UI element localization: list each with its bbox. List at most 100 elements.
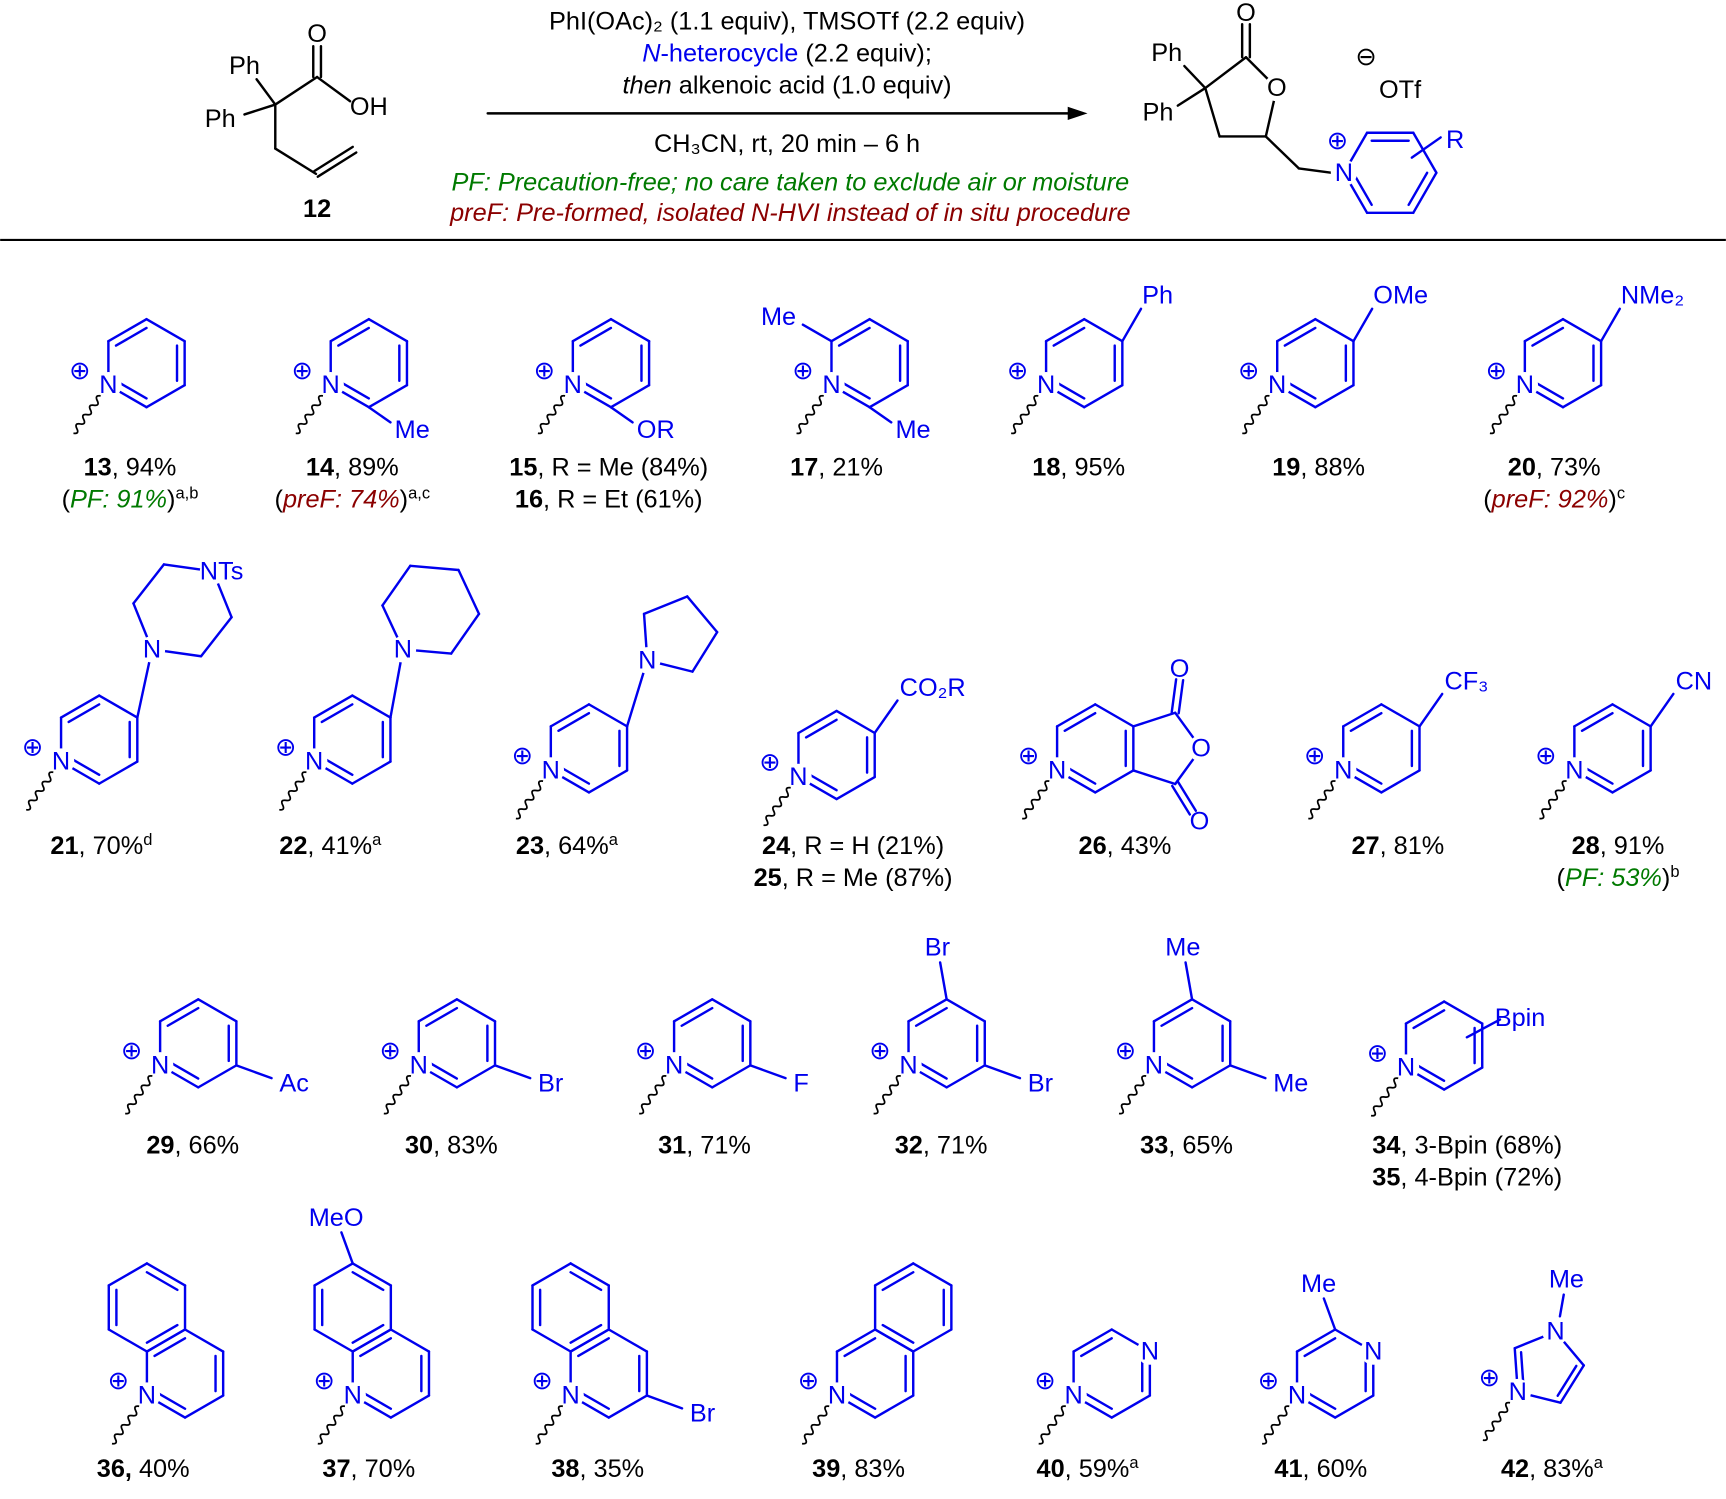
positive-charge-icon: ⊕	[759, 749, 780, 777]
positive-charge-icon: ⊕	[1018, 742, 1039, 770]
bond	[158, 998, 200, 1023]
compound-caption: 22, 41%a	[279, 831, 382, 860]
substituent-label: Ph	[1142, 281, 1173, 309]
structure: N⊕Me	[291, 317, 430, 444]
label-mask	[405, 1052, 432, 1079]
compound-caption: 32, 71%	[895, 1131, 988, 1159]
bond	[351, 1262, 393, 1287]
compound-caption: 37, 70%	[322, 1455, 415, 1483]
double-bond	[1556, 1364, 1578, 1397]
compound-caption: (PF: 53%)b	[1556, 863, 1679, 892]
structure: N⊕	[107, 1262, 225, 1445]
phenyl-label: Ph	[229, 52, 260, 80]
caption-part: 15	[509, 453, 537, 481]
caption-part: )	[400, 485, 408, 513]
caption-part: 38	[551, 1455, 579, 1483]
double-bond	[1063, 711, 1097, 733]
substituent-bond	[609, 406, 634, 424]
positive-charge-icon: ⊕	[869, 1037, 890, 1065]
caption-part: 16	[515, 485, 543, 513]
atom-label: O	[1191, 734, 1211, 762]
double-bond	[425, 1006, 459, 1027]
caption-part: , 64%	[544, 832, 609, 860]
caption-part: , 91%	[1600, 832, 1665, 860]
double-bond	[1283, 326, 1317, 347]
substituent-label: F	[793, 1069, 808, 1097]
bond	[107, 1262, 149, 1287]
bond	[711, 998, 752, 1023]
label-mask	[1504, 1378, 1532, 1406]
label-mask	[1032, 371, 1060, 399]
bond	[97, 760, 139, 785]
label-mask	[559, 371, 587, 399]
caption-part: 14	[306, 453, 334, 481]
bond	[313, 1328, 354, 1353]
bond	[1190, 998, 1232, 1023]
caption-part: 40%	[132, 1455, 190, 1483]
caption-part: , 83%	[1529, 1455, 1594, 1483]
condition-line: N-heterocycle (2.2 equiv);	[642, 40, 932, 68]
caption-part: , 41%	[307, 832, 372, 860]
structure: N⊕Br	[380, 998, 563, 1115]
bond	[1110, 1394, 1152, 1419]
bond	[912, 1262, 953, 1287]
substituent-bond	[1558, 1293, 1565, 1318]
condition-part: CH₃CN, rt, 20 min – 6 h	[654, 130, 920, 158]
positive-charge-icon: ⊕	[1034, 1367, 1055, 1395]
substituent-label: Br	[1028, 1069, 1053, 1097]
atom-label: N	[1546, 1318, 1564, 1346]
bond	[711, 1064, 752, 1089]
double-bond	[1303, 1337, 1337, 1358]
bond	[691, 630, 719, 673]
bond	[409, 564, 460, 572]
compound-caption: 21, 70%d	[50, 831, 152, 860]
label-mask	[199, 558, 227, 585]
caption-part: , 35%	[579, 1455, 644, 1483]
wavy-bond-attachment	[383, 1075, 412, 1115]
double-bond	[680, 1006, 714, 1027]
double-bond	[881, 1271, 915, 1292]
label-mask	[95, 371, 122, 399]
bond	[417, 998, 459, 1023]
pyridinium-nitrogen: N	[1565, 756, 1583, 784]
double-bond	[1407, 171, 1429, 207]
substituent-label: Ac	[279, 1069, 309, 1097]
pyridinium-nitrogen: N	[789, 763, 807, 791]
bond	[329, 317, 371, 343]
compound-caption: 14, 89%	[306, 453, 399, 481]
caption-part: (	[1556, 864, 1565, 892]
compound-caption: 13, 94%	[84, 453, 177, 481]
caption-part: , 88%	[1300, 453, 1365, 481]
caption-part: a,b	[175, 484, 198, 502]
bond	[312, 694, 354, 719]
bond	[107, 317, 148, 343]
double-bond	[881, 1323, 915, 1344]
bond	[1412, 171, 1438, 215]
bond	[449, 612, 481, 655]
label-mask	[823, 1382, 851, 1409]
pyridinium-nitrogen: N	[1145, 1051, 1163, 1079]
substituent-bond	[1649, 692, 1675, 728]
compound-caption: 15, R = Me (84%)	[509, 453, 708, 481]
bond	[1176, 86, 1207, 107]
double-bond	[114, 326, 148, 347]
double-bond	[569, 1323, 603, 1344]
wavy-bond-attachment	[1261, 1405, 1290, 1445]
label-mask	[1511, 371, 1539, 399]
compound-40: N⊕N40, 59%a	[1034, 1328, 1164, 1483]
compound-caption: 35, 4-Bpin (72%)	[1372, 1163, 1562, 1191]
bond	[1083, 383, 1124, 409]
bond	[587, 703, 629, 728]
compound-caption: 31, 71%	[658, 1131, 751, 1159]
label-mask	[1043, 757, 1071, 784]
bond	[455, 1064, 497, 1089]
pyridinium-nitrogen: N	[822, 371, 840, 399]
label-mask	[1136, 1338, 1164, 1365]
wavy-bond-attachment	[1489, 394, 1518, 435]
caption-part: 31	[658, 1131, 686, 1159]
caption-part: 24	[762, 832, 790, 860]
